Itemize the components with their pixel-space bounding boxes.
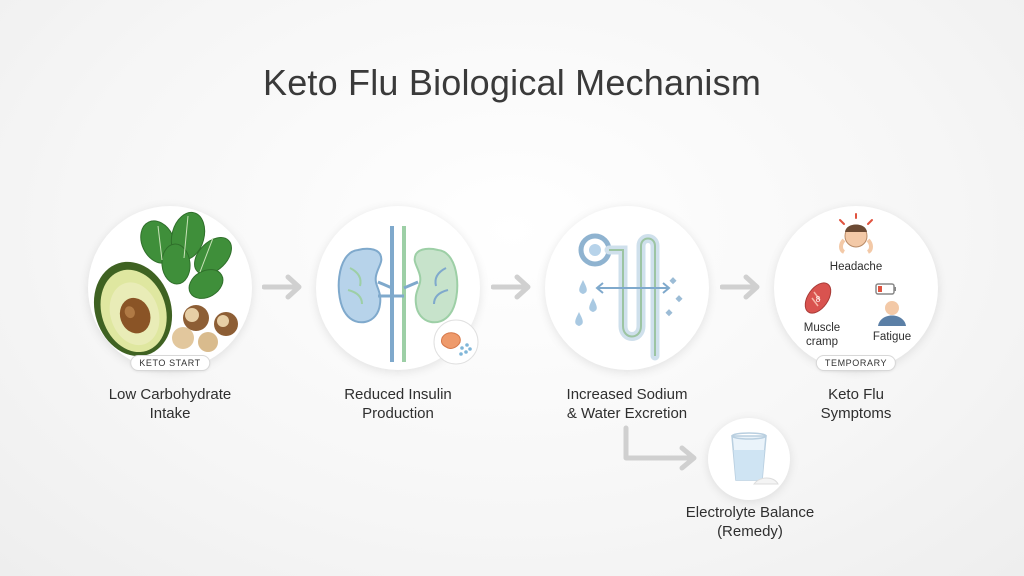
step-low-carb-label-line2: Intake <box>149 405 191 422</box>
temporary-badge: TEMPORARY <box>815 355 897 371</box>
step-insulin-label-line1: Reduced Insulin <box>344 386 452 403</box>
remedy-circle <box>708 418 790 500</box>
arrow-right-icon <box>720 274 760 300</box>
step-low-carb-label: Low Carbohydrate Intake <box>70 385 270 423</box>
step-symptoms-label-line2: Symptoms <box>820 405 892 422</box>
step-sodium-label: Increased Sodium & Water Excretion <box>527 385 727 423</box>
step-symptoms-label-line1: Keto Flu <box>828 386 884 403</box>
fatigue-icon <box>875 283 906 326</box>
symptom-fatigue-text: Fatigue <box>873 331 911 343</box>
symptoms-illustration: Headache 8 Muscle cramp Fatigue <box>804 213 911 348</box>
remedy-label-line2: (Remedy) <box>717 523 783 540</box>
step-symptoms-label: Keto Flu Symptoms <box>756 385 956 423</box>
remedy-label: Electrolyte Balance (Remedy) <box>650 503 850 541</box>
step-sodium-label-line1: Increased Sodium <box>566 386 688 403</box>
svg-text:8: 8 <box>816 295 821 304</box>
step-insulin-label: Reduced Insulin Production <box>298 385 498 423</box>
nephron-water-drops-icon <box>575 233 683 361</box>
step-insulin-label-line2: Production <box>362 405 434 422</box>
headache-icon <box>839 213 873 254</box>
step-low-carb-circle: KETO START <box>88 206 252 371</box>
avocado-spinach-nuts-icon <box>93 211 238 357</box>
symptom-muscle-cramp-line2-text: cramp <box>806 336 838 348</box>
symptom-muscle-cramp-line1-text: Muscle <box>804 322 840 334</box>
pancreas-icon <box>433 319 479 365</box>
step-symptoms-circle: Headache 8 Muscle cramp Fatigue TEMPORAR… <box>774 206 938 371</box>
remedy-label-line1: Electrolyte Balance <box>685 504 815 521</box>
keto-start-badge: KETO START <box>130 355 210 371</box>
branch-arrow-icon <box>623 425 697 471</box>
step-sodium-label-line2: & Water Excretion <box>566 405 688 422</box>
muscle-cramp-icon: 8 <box>804 282 832 314</box>
page-title: Keto Flu Biological Mechanism <box>262 62 762 103</box>
arrow-right-icon <box>491 274 531 300</box>
arrow-right-icon <box>262 274 302 300</box>
step-insulin-circle <box>316 206 480 370</box>
kidneys-icon <box>337 226 459 362</box>
symptom-headache-text: Headache <box>830 261 882 273</box>
water-glass-salt-icon <box>731 432 779 485</box>
step-sodium-circle <box>545 206 709 370</box>
step-low-carb-label-line1: Low Carbohydrate <box>108 386 232 403</box>
